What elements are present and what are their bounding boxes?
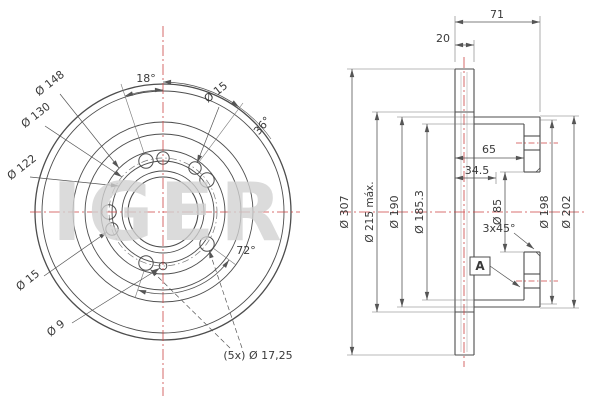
leader-bolt-2 (149, 268, 231, 349)
dim-d9: Ø 9 (44, 317, 67, 339)
front-view (29, 26, 300, 396)
dim-d122: Ø 122 (5, 152, 39, 183)
dim-a36: 36° (251, 114, 273, 137)
leader-d15-top (196, 106, 220, 164)
bore-chamfer-upper (535, 167, 541, 173)
dim-d215: Ø 215 máx. (364, 181, 376, 242)
dim-d307: Ø 307 (338, 195, 351, 228)
section-dimensions (347, 16, 579, 356)
dim-d198: Ø 198 (538, 195, 551, 228)
arc-72deg (137, 259, 230, 295)
lug-hole (138, 153, 154, 169)
dim-d85: Ø 85 (491, 199, 504, 225)
dim-d185: Ø 185.3 (413, 190, 426, 234)
dim-bolt-holes: (5x) Ø 17,25 (223, 349, 292, 362)
detail-a-box (469, 256, 491, 276)
dim-a18: 18° (136, 72, 156, 85)
small-hole-15 (188, 161, 202, 175)
radial-extension-lines (120, 83, 244, 299)
leader-detail-a (489, 265, 521, 288)
dim-d130: Ø 130 (19, 100, 53, 131)
leader-d15-left (43, 231, 108, 277)
leader-d9 (71, 267, 161, 324)
section-view: 71 20 65 34.5 Ø 307 Ø 215 máx. Ø 190 Ø 1… (338, 8, 586, 367)
dim-d15-top: Ø 15 (202, 79, 231, 105)
leader-chamfer (513, 232, 535, 250)
dim-a72: 72° (236, 244, 256, 257)
dim-d15-left: Ø 15 (14, 267, 43, 293)
arc-36deg-extension (238, 106, 272, 140)
bore-chamfer-lower (535, 251, 541, 257)
small-hole-15 (105, 222, 119, 236)
leader-d122 (29, 176, 120, 188)
lug-hole (199, 172, 215, 188)
dim-65: 65 (482, 143, 496, 156)
arc-36deg (162, 79, 240, 108)
front-dimensions (29, 79, 272, 349)
leader-lines (29, 93, 243, 349)
lug-hole (199, 236, 215, 252)
arc-18deg (124, 87, 164, 97)
dim-34-5: 34.5 (465, 164, 490, 177)
leader-d130 (44, 125, 123, 178)
dim-d190: Ø 190 (388, 195, 401, 228)
dim-20: 20 (436, 32, 450, 45)
extension-lines (347, 16, 579, 356)
leader-bolt-1 (208, 249, 243, 349)
leader-d148 (59, 93, 120, 169)
dim-d202: Ø 202 (560, 195, 573, 228)
watermark-logo: IGER (52, 166, 288, 259)
section-labels: 71 20 65 34.5 Ø 307 Ø 215 máx. Ø 190 Ø 1… (338, 8, 573, 276)
detail-a-label: A (475, 259, 485, 273)
dim-chamfer: 3x45° (482, 222, 515, 235)
dim-d148: Ø 148 (33, 68, 67, 99)
dim-71: 71 (490, 8, 504, 21)
